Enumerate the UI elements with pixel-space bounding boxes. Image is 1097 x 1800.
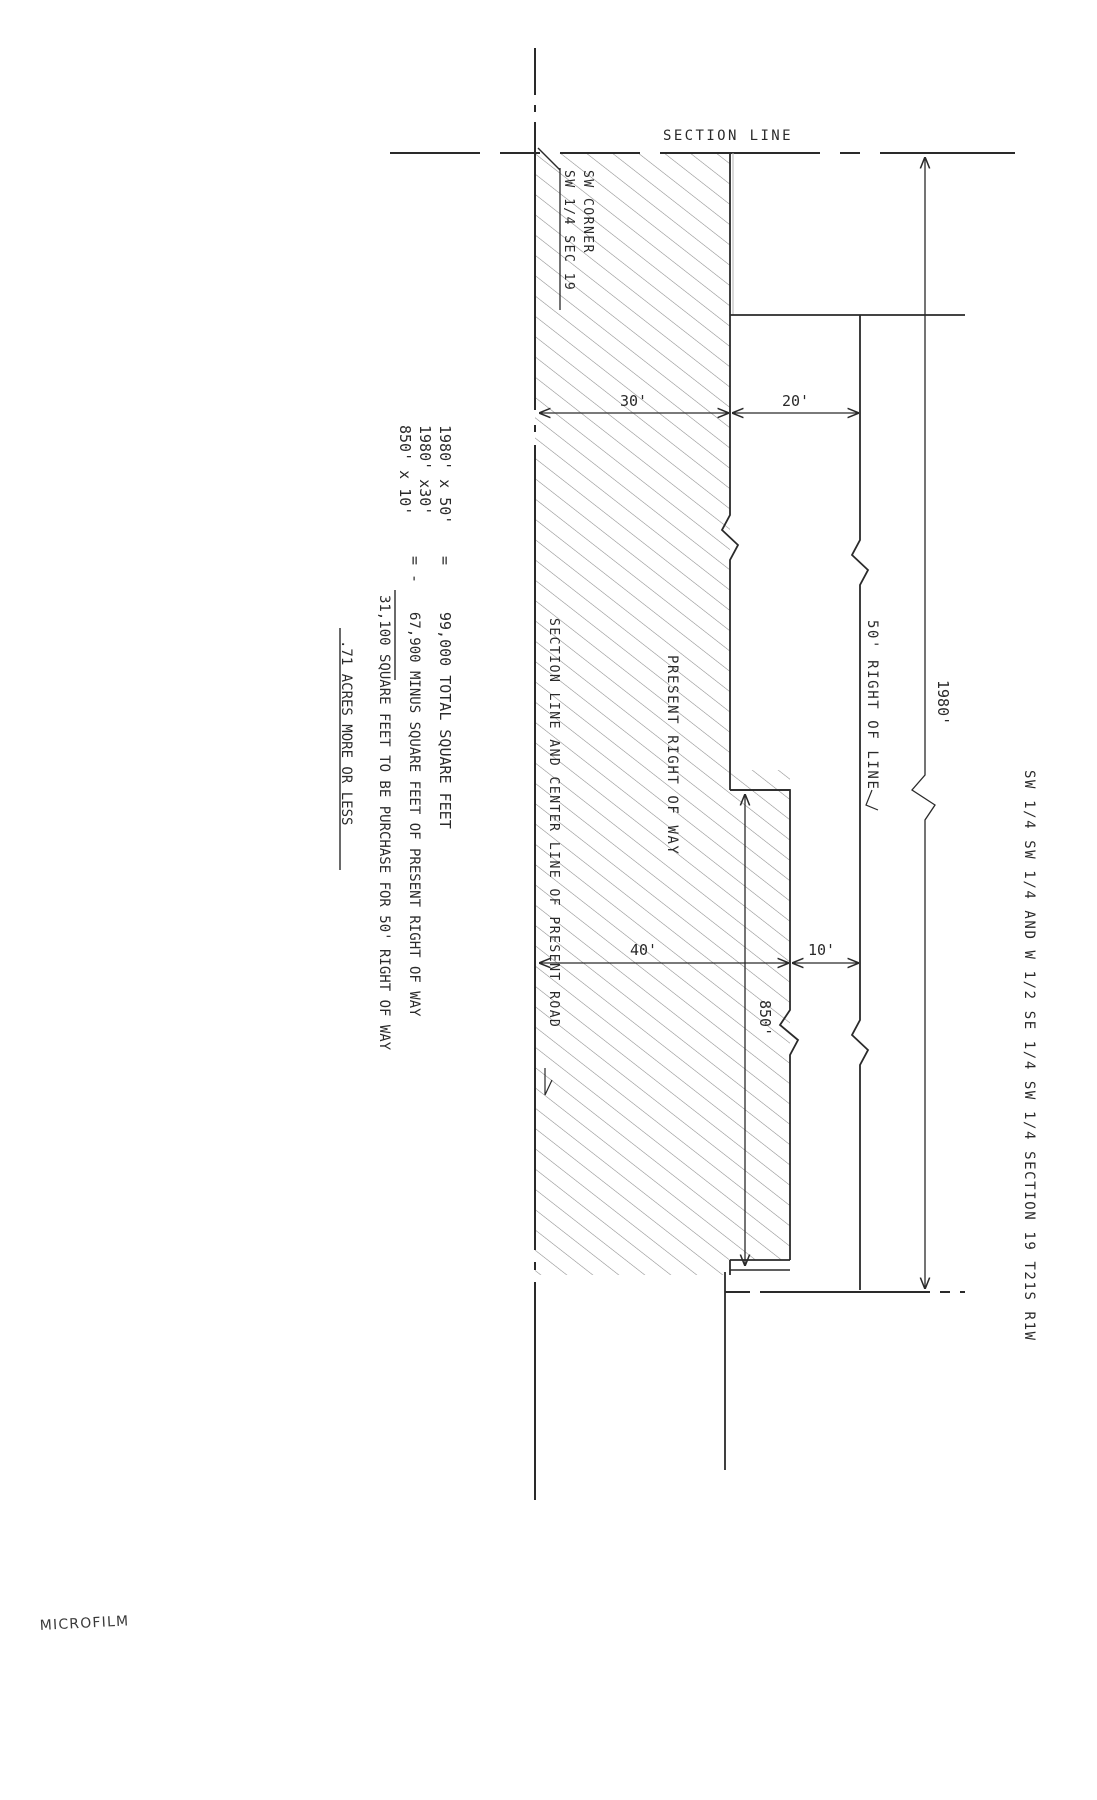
calc-line4-result: .71 ACRES MORE OR LESS — [338, 640, 354, 825]
microfilm-stamp: MICROFILM — [39, 1613, 129, 1634]
calc-line1-result: 99,000 TOTAL SQUARE FEET — [436, 612, 454, 829]
dim-1980-line — [911, 158, 936, 1288]
sw-corner-label: SW CORNER — [580, 170, 595, 254]
calc-line1-left: 1980' x 50' — [436, 425, 454, 524]
present-row-edge-line — [720, 153, 800, 1275]
calc-line3-left: 850' x 10' — [396, 425, 414, 515]
dim-1980-label: 1980' — [934, 680, 952, 725]
dim-10-label: 10' — [808, 941, 835, 959]
calc-line3-result: 31,100 SQUARE FEET TO BE PURCHASE FOR 50… — [376, 595, 392, 1051]
present-right-of-way-hatch — [535, 153, 790, 1275]
section-center-line-label: SECTION LINE AND CENTER LINE OF PRESENT … — [546, 618, 561, 1028]
dim-40-label: 40' — [630, 941, 657, 959]
calc-line1-eq: = — [436, 556, 454, 565]
dim-850-label: 850' — [756, 1000, 774, 1036]
sw-quarter-sec-label: SW 1/4 SEC 19 — [561, 170, 576, 291]
corner-tick — [537, 147, 561, 171]
drawing-title: SW 1/4 SW 1/4 AND W 1/2 SE 1/4 SW 1/4 SE… — [1021, 770, 1037, 1342]
calc-line2-eq: = - — [406, 556, 424, 583]
calc-line2-result: 67,900 MINUS SQUARE FEET OF PRESENT RIGH… — [406, 612, 422, 1017]
present-row-label: PRESENT RIGHT OF WAY — [664, 655, 680, 856]
road-label-leader — [544, 1068, 553, 1096]
fifty-row-label: 50' RIGHT OF LINE — [864, 620, 880, 791]
row-label-leader — [865, 789, 879, 811]
calc-line2-left: 1980' x30' — [416, 425, 434, 515]
dim-30-label: 30' — [620, 392, 647, 410]
section-line-label: SECTION LINE — [663, 128, 793, 144]
dim-20-label: 20' — [782, 392, 809, 410]
